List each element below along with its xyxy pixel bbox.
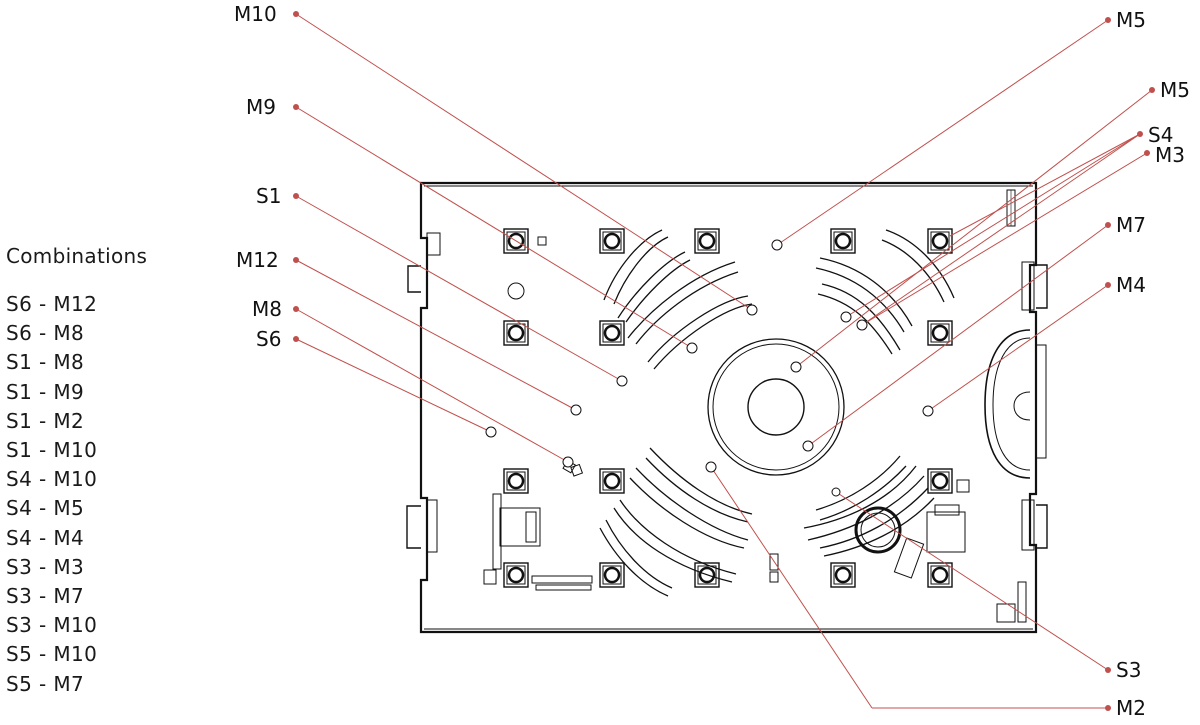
label-s3: S3 <box>1116 658 1141 682</box>
label-m10: M10 <box>234 2 277 26</box>
measurement-points <box>485 239 934 497</box>
label-m9: M9 <box>246 95 276 119</box>
point-labels: M10 M9 S1 M12 M8 S6 M5 M5 S4 M3 M7 M4 S3… <box>234 2 1190 720</box>
label-m12: M12 <box>236 248 279 272</box>
label-s4: S4 <box>1148 123 1173 147</box>
combinations-list: S6 - M12 S6 - M8 S1 - M8 S1 - M9 S1 - M2… <box>6 290 147 699</box>
label-m3: M3 <box>1155 143 1185 167</box>
label-m7: M7 <box>1116 213 1146 237</box>
combination-item: S4 - M4 <box>6 525 85 550</box>
label-m5-a: M5 <box>1116 8 1146 32</box>
label-m5-b: M5 <box>1160 78 1190 102</box>
center-speaker <box>707 338 845 476</box>
leader-lines <box>295 13 1153 709</box>
combination-item: S4 - M5 <box>6 496 85 521</box>
combinations-panel: Combinations S6 - M12 S6 - M8 S1 - M8 S1… <box>6 244 147 699</box>
combination-item: S1 - M2 <box>6 408 85 433</box>
combination-item: S5 - M10 <box>6 642 98 667</box>
label-m8: M8 <box>252 297 282 321</box>
combination-item: S3 - M3 <box>6 554 85 579</box>
board-outline <box>406 181 1048 634</box>
misc-components <box>483 236 970 591</box>
combination-item: S1 - M8 <box>6 350 85 375</box>
combination-item: S6 - M8 <box>6 321 85 346</box>
combination-item: S3 - M10 <box>6 613 98 638</box>
combination-item: S1 - M9 <box>6 379 85 404</box>
leader-dots <box>293 11 1155 711</box>
label-m2: M2 <box>1116 696 1146 720</box>
label-m4: M4 <box>1116 273 1146 297</box>
combination-item: S1 - M10 <box>6 438 98 463</box>
combination-item: S5 - M7 <box>6 671 85 696</box>
combination-item: S3 - M7 <box>6 584 85 609</box>
label-s6: S6 <box>256 327 281 351</box>
combinations-title: Combinations <box>6 244 148 268</box>
arc-slots <box>599 229 955 597</box>
combination-item: S4 - M10 <box>6 467 98 492</box>
combination-item: S6 - M12 <box>6 292 98 316</box>
label-s1: S1 <box>256 184 281 208</box>
